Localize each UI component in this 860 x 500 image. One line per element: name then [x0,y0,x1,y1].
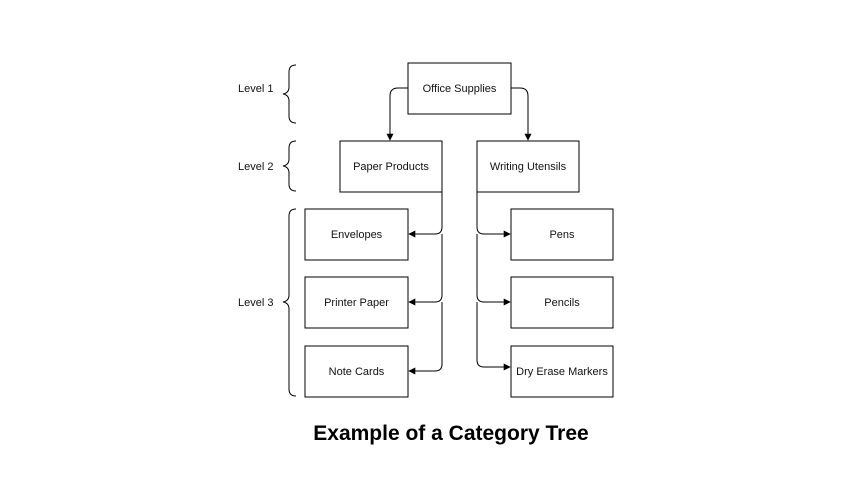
connector-root-to-writing-utensils [511,87,532,141]
node-pencils-label: Pencils [544,297,580,309]
node-printer-paper: Printer Paper [304,276,409,329]
level-2-brace [282,140,297,192]
node-envelopes: Envelopes [304,208,409,261]
node-note-cards: Note Cards [304,345,409,398]
level-3-label: Level 3 [238,297,273,309]
node-pens: Pens [510,208,614,261]
node-office-supplies: Office Supplies [407,62,512,115]
diagram-caption: Example of a Category Tree [313,422,588,445]
connector-paper-to-envelopes [408,192,443,238]
node-office-supplies-label: Office Supplies [423,83,497,95]
connector-root-to-paper-products [386,87,408,141]
level-2-label: Level 2 [238,161,273,173]
level-1-label: Level 1 [238,83,273,95]
node-dry-erase-markers: Dry Erase Markers [510,345,614,398]
level-1-brace [282,64,297,124]
node-writing-utensils-label: Writing Utensils [490,161,567,173]
node-writing-utensils: Writing Utensils [476,140,580,193]
node-pens-label: Pens [549,229,575,241]
node-pencils: Pencils [510,276,614,329]
connector-writing-to-pencils [476,234,511,306]
node-note-cards-label: Note Cards [329,366,385,378]
node-printer-paper-label: Printer Paper [324,297,389,309]
level-3-brace [282,208,297,397]
connector-writing-to-dry-erase-markers [476,302,511,371]
connector-paper-to-note-cards [408,302,443,375]
node-envelopes-label: Envelopes [331,229,383,241]
node-dry-erase-markers-label: Dry Erase Markers [516,366,608,378]
node-paper-products: Paper Products [339,140,443,193]
node-paper-products-label: Paper Products [353,161,429,173]
connector-paper-to-printer-paper [408,234,443,306]
connector-writing-to-pens [476,192,511,238]
